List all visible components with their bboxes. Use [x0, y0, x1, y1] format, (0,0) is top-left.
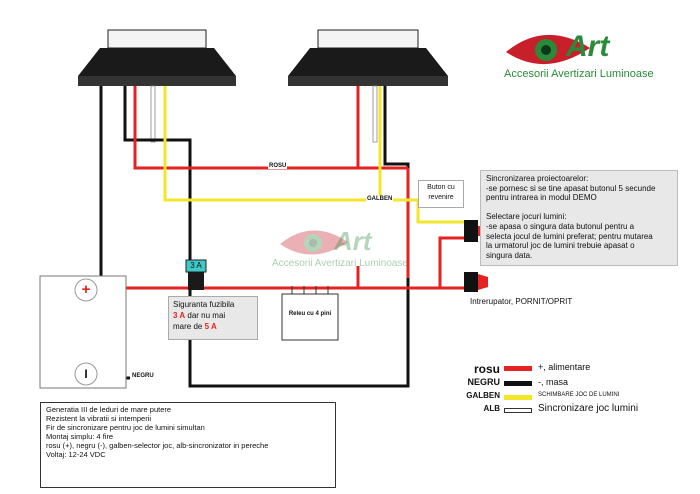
logo-word: Art — [566, 30, 610, 63]
legend-desc: -, masa — [538, 377, 569, 387]
fuse-note-amp-a: 3 A — [173, 311, 186, 320]
legend-key: rosu — [473, 362, 500, 376]
watermark-word: Art — [334, 226, 372, 256]
info-box: Generatia III de leduri de mare putere R… — [40, 402, 336, 488]
return-button-line1: Buton cu — [427, 184, 455, 191]
wire-label-rosu: ROSU — [268, 163, 288, 169]
wire-label-galben: GALBEN — [366, 196, 394, 202]
sync-note-line: singura data. — [486, 250, 533, 260]
fuse-rating: 3 A — [190, 261, 202, 270]
return-button-line2: revenire — [428, 194, 454, 201]
sync-note-line: selecta jocul de lumini preferat; pentru… — [486, 231, 653, 241]
legend-desc: Sincronizare joc lumini — [538, 403, 639, 414]
wire-label-negru: NEGRU — [131, 373, 155, 379]
logo-subtitle: Accesorii Avertizari Luminoase — [504, 68, 654, 80]
legend-row-alb: ALB Sincronizare joc lumini — [440, 403, 700, 418]
legend-desc: +, alimentare — [538, 362, 591, 372]
info-line: Voltaj: 12-24 VDC — [46, 450, 106, 459]
watermark-eye-icon — [280, 230, 348, 255]
sync-note-line: pentru intrarea in modul DEMO — [486, 193, 597, 203]
info-line: rosu (+), negru (-), galben-selector joc… — [46, 441, 269, 450]
sync-note-line: -se apasa o singura data butonul pentru … — [486, 221, 635, 231]
red-positive-wire — [100, 86, 464, 290]
light-bar-left — [78, 29, 236, 86]
legend-swatch-yellow — [504, 395, 532, 400]
fuse-note: Siguranta fuzibila 3 A dar nu mai mare d… — [168, 296, 258, 340]
switch-label: Intrerupator, PORNIT/OPRIT — [470, 297, 573, 306]
sync-note-line: la urmatorul joc de lumini trebuie apasa… — [486, 241, 635, 251]
battery-minus-label: I — [84, 367, 88, 381]
battery-plus-terminal — [74, 278, 98, 302]
legend-row-rosu: rosu +, alimentare — [440, 362, 700, 376]
sync-note: Sincronizarea proiectoarelor: -se pornes… — [480, 170, 678, 266]
legend-desc: SCHIMBARE JOC DE LUMINI — [538, 392, 620, 398]
legend-key: GALBEN — [466, 391, 500, 400]
legend-swatch-red — [504, 366, 532, 371]
sync-note-line: Selectare jocuri lumini: — [486, 212, 567, 222]
fuse-note-line2: dar nu mai — [187, 311, 226, 320]
return-button-label: Buton cu revenire — [418, 180, 464, 208]
fuse-note-row2: 3 A dar nu mai — [173, 310, 253, 321]
fuse-note-amp-b: 5 A — [204, 322, 217, 331]
watermark-subtitle: Accesorii Avertizari Luminoase — [272, 258, 408, 269]
relay-pins — [291, 286, 329, 294]
white-sync-wires — [150, 85, 378, 143]
legend-row-negru: NEGRU -, masa — [440, 377, 700, 391]
fuse-note-row3: mare de 5 A — [173, 321, 253, 332]
info-line: Fir de sincronizare pentru joc de lumini… — [46, 423, 205, 432]
legend-swatch-white — [504, 408, 532, 413]
legend-key: NEGRU — [467, 377, 500, 387]
relay-body — [281, 293, 339, 341]
relay-label: Releu cu 4 pini — [288, 311, 332, 317]
info-line: Rezistent la vibratii si intemperii — [46, 414, 152, 423]
legend-row-galben: GALBEN SCHIMBARE JOC DE LUMINI — [440, 391, 700, 405]
sync-note-line: Sincronizarea proiectoarelor: — [486, 174, 589, 183]
fuse-holder — [188, 272, 204, 290]
fuse-note-line3: mare de — [173, 322, 203, 331]
sync-note-line: -se pornesc si se tine apasat butonul 5 … — [486, 183, 656, 193]
on-off-switch — [464, 272, 488, 292]
info-line: Montaj simplu: 4 fire — [46, 432, 114, 441]
light-bar-right — [288, 29, 448, 86]
battery-plus-label: + — [81, 281, 91, 298]
logo-eye-icon — [506, 34, 590, 65]
sync-note-line — [486, 203, 672, 213]
battery-minus-terminal — [74, 362, 98, 386]
info-line: Generatia III de leduri de mare putere — [46, 405, 172, 414]
legend-key: ALB — [483, 404, 500, 413]
fuse-note-line1: Siguranta fuzibila — [173, 300, 235, 309]
legend-swatch-black — [504, 381, 532, 386]
